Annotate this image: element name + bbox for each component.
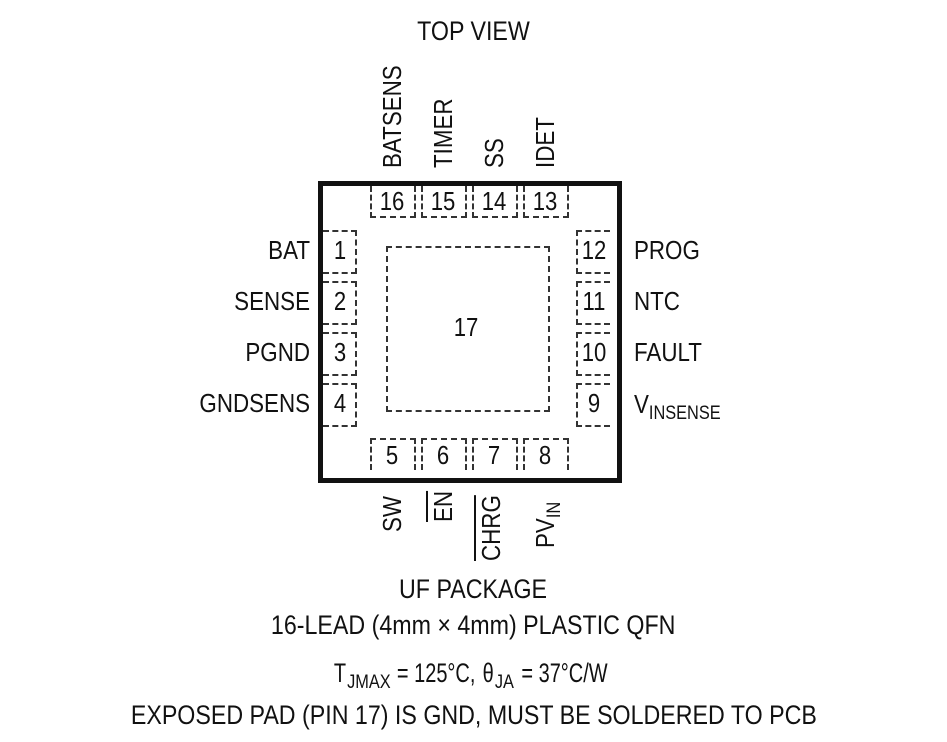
pin-13-pad — [523, 186, 569, 218]
tjmax-subscript: JMAX — [347, 672, 391, 693]
pin-5-pad — [370, 438, 416, 470]
exposed-pad-number: 17 — [453, 312, 479, 342]
pin-3-label: PGND — [245, 337, 310, 367]
pin-12-number: 12 — [581, 235, 607, 265]
package-caption-2-text: 16-LEAD (4mm × 4mm) PLASTIC QFN — [271, 610, 676, 640]
pin-3-pad — [323, 332, 357, 376]
tjmax-symbol: T — [333, 658, 347, 688]
exposed-pad-note-text: EXPOSED PAD (PIN 17) IS GND, MUST BE SOL… — [130, 700, 817, 730]
pin-14-number: 14 — [481, 186, 507, 216]
pin-15-label: TIMER — [428, 98, 458, 168]
pin-8-pad — [523, 438, 569, 470]
pin-16-pad — [370, 186, 416, 218]
thermal-caption: TJMAX = 125°C, θJA = 37°C/W — [0, 658, 947, 694]
pin-4-number: 4 — [333, 388, 347, 418]
package-caption-1-text: UF PACKAGE — [399, 574, 548, 604]
theta-value: = 37°C/W — [520, 658, 608, 688]
exposed-pad-note: EXPOSED PAD (PIN 17) IS GND, MUST BE SOL… — [0, 700, 947, 731]
pin-5-number: 5 — [385, 440, 399, 470]
pin-10-number: 10 — [581, 337, 607, 367]
pin-7-pad — [472, 438, 518, 470]
pin-11-number: 11 — [582, 286, 606, 316]
pin-4-label: GNDSENS — [199, 388, 310, 418]
pin-2-label: SENSE — [234, 286, 310, 316]
package-caption-1: UF PACKAGE — [0, 574, 947, 605]
theta-subscript: JA — [494, 672, 514, 693]
pin-9-label-main: V — [634, 389, 649, 419]
pin-12-label: PROG — [634, 235, 700, 265]
pin-6-label: EN — [428, 490, 458, 522]
pin-6-pad — [421, 438, 467, 470]
pin-12-pad — [576, 230, 610, 274]
pin-9-label: VINSENSE — [634, 389, 721, 425]
pin-5-label: SW — [377, 495, 407, 532]
pin-1-label: BAT — [268, 235, 310, 265]
pin-7-label: CHRG — [476, 495, 506, 561]
pin-8-label-sub: IN — [544, 501, 565, 519]
pin-16-number: 16 — [379, 186, 405, 216]
pin-2-number: 2 — [333, 286, 347, 316]
pin-3-number: 3 — [333, 337, 347, 367]
pin-13-number: 13 — [532, 186, 558, 216]
pin-8-number: 8 — [538, 440, 552, 470]
tjmax-value: = 125°C, — [397, 658, 476, 688]
pin-1-pad — [323, 230, 357, 274]
pin-10-pad — [576, 332, 610, 376]
pin-1-number: 1 — [333, 235, 347, 265]
pin-9-label-sub: INSENSE — [648, 403, 721, 424]
pin-7-number: 7 — [487, 440, 501, 470]
pin-6-number: 6 — [436, 440, 450, 470]
package-outline — [318, 181, 622, 483]
pin-15-number: 15 — [430, 186, 456, 216]
view-title: TOP VIEW — [417, 16, 530, 46]
pin-10-label: FAULT — [634, 337, 702, 367]
theta-symbol: θ — [482, 658, 494, 688]
pin-2-pad — [323, 281, 357, 325]
pin-11-pad — [576, 281, 610, 325]
pin-4-pad — [323, 383, 357, 427]
pin-16-label: BATSENS — [377, 65, 407, 168]
pin-11-label: NTC — [634, 286, 680, 316]
pin-9-pad — [576, 383, 610, 427]
pin-9-number: 9 — [587, 388, 601, 418]
pin-8-label-main: PV — [530, 518, 560, 548]
pin-15-pad — [421, 186, 467, 218]
pin-14-label: SS — [479, 138, 509, 168]
pin-8-label: PVIN — [530, 502, 566, 548]
pin-13-label: IDET — [530, 117, 560, 168]
pin-14-pad — [472, 186, 518, 218]
package-caption-2: 16-LEAD (4mm × 4mm) PLASTIC QFN — [0, 610, 947, 641]
exposed-pad — [386, 246, 550, 412]
